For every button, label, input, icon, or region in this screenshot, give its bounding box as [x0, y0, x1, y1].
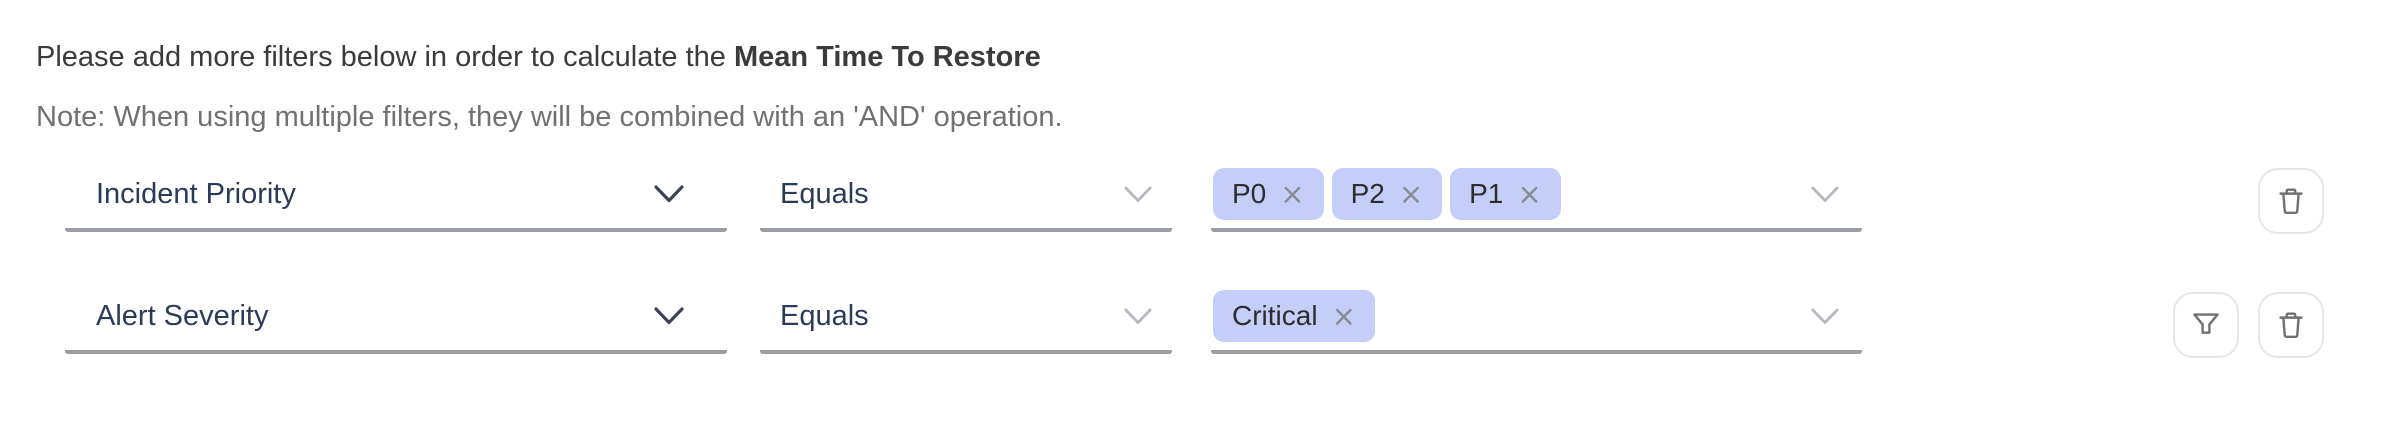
- funnel-icon: [2193, 313, 2219, 334]
- operator-select[interactable]: Equals: [760, 282, 1172, 354]
- value-tag-label: Critical: [1232, 300, 1318, 331]
- chevron-down-icon: [1811, 186, 1839, 202]
- attribute-select[interactable]: Incident Priority: [65, 160, 727, 232]
- operator-select[interactable]: Equals: [760, 160, 1172, 232]
- header-intro: Please add more filters below in order t…: [36, 41, 734, 73]
- attribute-select-value: Incident Priority: [96, 177, 296, 210]
- chevron-down-icon: [654, 185, 684, 203]
- header-text: Please add more filters below in order t…: [36, 40, 1041, 74]
- value-tag: P1 ×: [1450, 168, 1561, 220]
- trash-icon: [2279, 312, 2303, 339]
- selected-values-list: Critical ×: [1213, 290, 1375, 342]
- value-tag: P2 ×: [1331, 168, 1443, 220]
- trash-icon: [2279, 188, 2303, 215]
- value-tag-label: P0: [1232, 178, 1267, 209]
- delete-filter-button[interactable]: [2258, 292, 2324, 358]
- filter-row-2: Alert Severity Equals Critical ×: [0, 282, 2408, 358]
- value-tag-label: P2: [1350, 178, 1385, 209]
- remove-tag-button[interactable]: ×: [1280, 176, 1305, 211]
- attribute-select[interactable]: Alert Severity: [65, 282, 727, 354]
- chevron-down-icon: [1811, 308, 1839, 324]
- value-tag: P0 ×: [1213, 168, 1324, 220]
- value-tag-label: P1: [1469, 178, 1504, 209]
- chevron-down-icon: [1124, 308, 1152, 324]
- header-metric-name: Mean Time To Restore: [733, 41, 1041, 73]
- remove-tag-button[interactable]: ×: [1331, 298, 1356, 333]
- value-tag: Critical ×: [1213, 290, 1375, 342]
- values-multiselect[interactable]: P0 × P2 × P1 ×: [1211, 160, 1862, 232]
- operator-select-value: Equals: [780, 177, 869, 210]
- header-note: Note: When using multiple filters, they …: [36, 101, 1063, 133]
- remove-tag-button[interactable]: ×: [1517, 176, 1542, 211]
- chevron-down-icon: [1124, 186, 1152, 202]
- filter-row-1: Incident Priority Equals P0 × P2 × P1 ×: [0, 160, 2408, 234]
- chevron-down-icon: [654, 307, 684, 325]
- remove-tag-button[interactable]: ×: [1398, 176, 1424, 211]
- values-multiselect[interactable]: Critical ×: [1211, 282, 1862, 354]
- delete-filter-button[interactable]: [2258, 168, 2324, 234]
- operator-select-value: Equals: [780, 299, 869, 332]
- selected-values-list: P0 × P2 × P1 ×: [1213, 168, 1561, 220]
- apply-filter-button[interactable]: [2173, 292, 2239, 358]
- attribute-select-value: Alert Severity: [96, 299, 269, 332]
